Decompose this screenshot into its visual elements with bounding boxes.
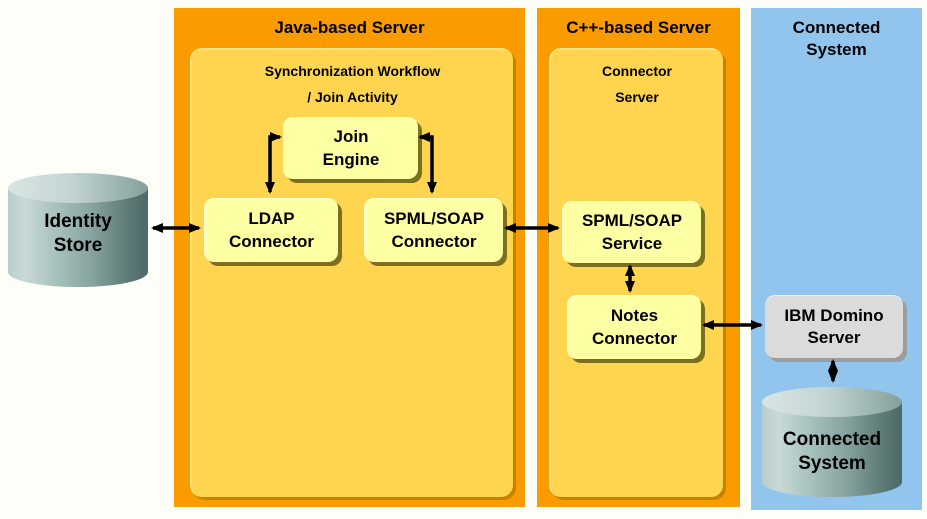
connector-server-title: Connector Server (602, 63, 672, 105)
sync-workflow-panel: Synchronization Workflow / Join Activity (190, 48, 513, 497)
connector-server-panel: Connector Server (549, 48, 723, 497)
notes-connector-box: Notes Connector (567, 295, 701, 359)
spml-soap-service-box: SPML/SOAP Service (562, 201, 701, 263)
database-cylinder-icon (762, 387, 902, 497)
connected-system-title: Connected System (792, 18, 881, 60)
cpp-server-title: C++-based Server (566, 18, 711, 37)
connected-system-database: Connected System (762, 385, 902, 500)
database-cylinder-icon (8, 173, 148, 287)
ibm-domino-server-box: IBM Domino Server (765, 295, 903, 358)
java-server-title: Java-based Server (274, 18, 425, 37)
ldap-connector-box: LDAP Connector (204, 198, 338, 262)
spml-soap-connector-box: SPML/SOAP Connector (364, 198, 503, 262)
identity-store-label: Identity Store (44, 211, 112, 257)
connected-system-db-label: Connected System (782, 429, 882, 475)
sync-workflow-title: Synchronization Workflow / Join Activity (264, 63, 441, 105)
join-engine-box: Join Engine (283, 117, 418, 179)
identity-store-database: Identity Store (8, 165, 148, 305)
